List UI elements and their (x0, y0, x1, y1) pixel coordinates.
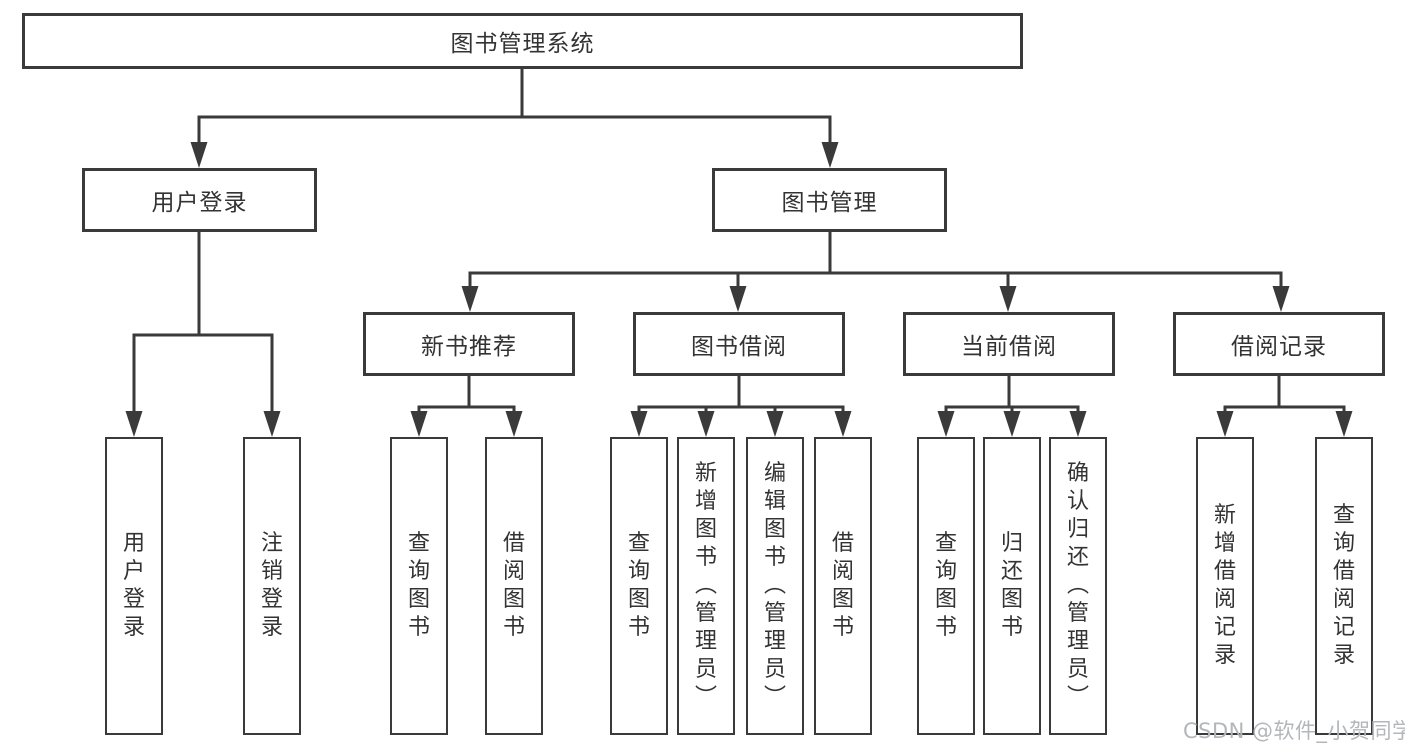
arrow-down-icon (630, 411, 648, 437)
leaf-label: 查询图书 (407, 531, 430, 640)
arrow-down-icon (766, 411, 784, 437)
leaf-label: 用户登录 (122, 531, 145, 640)
leaf-label: 注销登录 (260, 531, 283, 640)
leaf-return-books: 归还图书 (983, 437, 1041, 735)
connector-bookborrow-leaves (637, 376, 845, 416)
leaf-label: 编辑图书︵管理员︶ (763, 461, 786, 710)
arrow-down-icon (999, 286, 1017, 312)
leaf-add-borrow-record: 新增借阅记录 (1196, 437, 1254, 735)
leaf-borrow-books: 借阅图书 (814, 437, 872, 735)
arrow-down-icon (190, 142, 208, 168)
leaf-label: 查询图书 (627, 531, 650, 640)
leaf-user-login: 用户登录 (105, 437, 163, 735)
leaf-label: 归还图书 (1000, 531, 1023, 640)
connector-userlogin-leaves (132, 232, 274, 414)
arrow-down-icon (410, 411, 428, 437)
leaf-label: 新增图书︵管理员︶ (694, 461, 717, 710)
leaf-confirm-return-admin: 确认归还︵管理员︶ (1049, 437, 1107, 735)
leaf-query-books-borrow: 查询图书 (610, 437, 668, 735)
watermark: CSDN @软件_小贺同学 (1183, 719, 1405, 743)
arrow-down-icon (1335, 411, 1353, 437)
node-book-management: 图书管理 (712, 168, 947, 232)
node-new-book-recommend: 新书推荐 (363, 312, 575, 376)
leaf-label: 借阅图书 (831, 531, 854, 640)
arrow-down-icon (505, 411, 523, 437)
arrow-down-icon (729, 286, 747, 312)
leaf-label: 借阅图书 (502, 531, 525, 640)
node-borrow-record: 借阅记录 (1173, 312, 1385, 376)
arrow-down-icon (834, 411, 852, 437)
node-current-borrow: 当前借阅 (903, 312, 1115, 376)
node-user-login: 用户登录 (82, 168, 317, 232)
arrow-down-icon (1216, 411, 1234, 437)
arrow-down-icon (461, 286, 479, 312)
leaf-query-books-current: 查询图书 (917, 437, 975, 735)
node-book-borrow: 图书借阅 (633, 312, 845, 376)
connector-borrowrecord-leaves (1223, 376, 1346, 416)
leaf-label: 查询图书 (934, 531, 957, 640)
leaf-add-books-admin: 新增图书︵管理员︶ (677, 437, 735, 735)
leaf-borrow-books-recommend: 借阅图书 (485, 437, 543, 735)
arrow-down-icon (697, 411, 715, 437)
arrow-down-icon (937, 411, 955, 437)
arrow-down-icon (125, 411, 143, 437)
arrow-down-icon (263, 411, 281, 437)
leaf-label: 查询借阅记录 (1332, 503, 1355, 668)
arrow-down-icon (1272, 286, 1290, 312)
leaf-query-borrow-record: 查询借阅记录 (1315, 437, 1373, 735)
connector-bookmgmt-level3 (468, 232, 1283, 292)
leaf-label: 新增借阅记录 (1213, 503, 1236, 668)
connector-currentborrow-leaves (944, 376, 1080, 416)
arrow-down-icon (1003, 411, 1021, 437)
connector-newbook-leaves (417, 376, 516, 416)
arrow-down-icon (821, 142, 839, 168)
leaf-query-books-recommend: 查询图书 (390, 437, 448, 735)
connector-root-level2 (197, 69, 832, 146)
leaf-edit-books-admin: 编辑图书︵管理员︶ (746, 437, 804, 735)
node-root-system: 图书管理系统 (22, 13, 1023, 69)
arrow-down-icon (1069, 411, 1087, 437)
leaf-logout: 注销登录 (243, 437, 301, 735)
leaf-label: 确认归还︵管理员︶ (1066, 461, 1089, 710)
